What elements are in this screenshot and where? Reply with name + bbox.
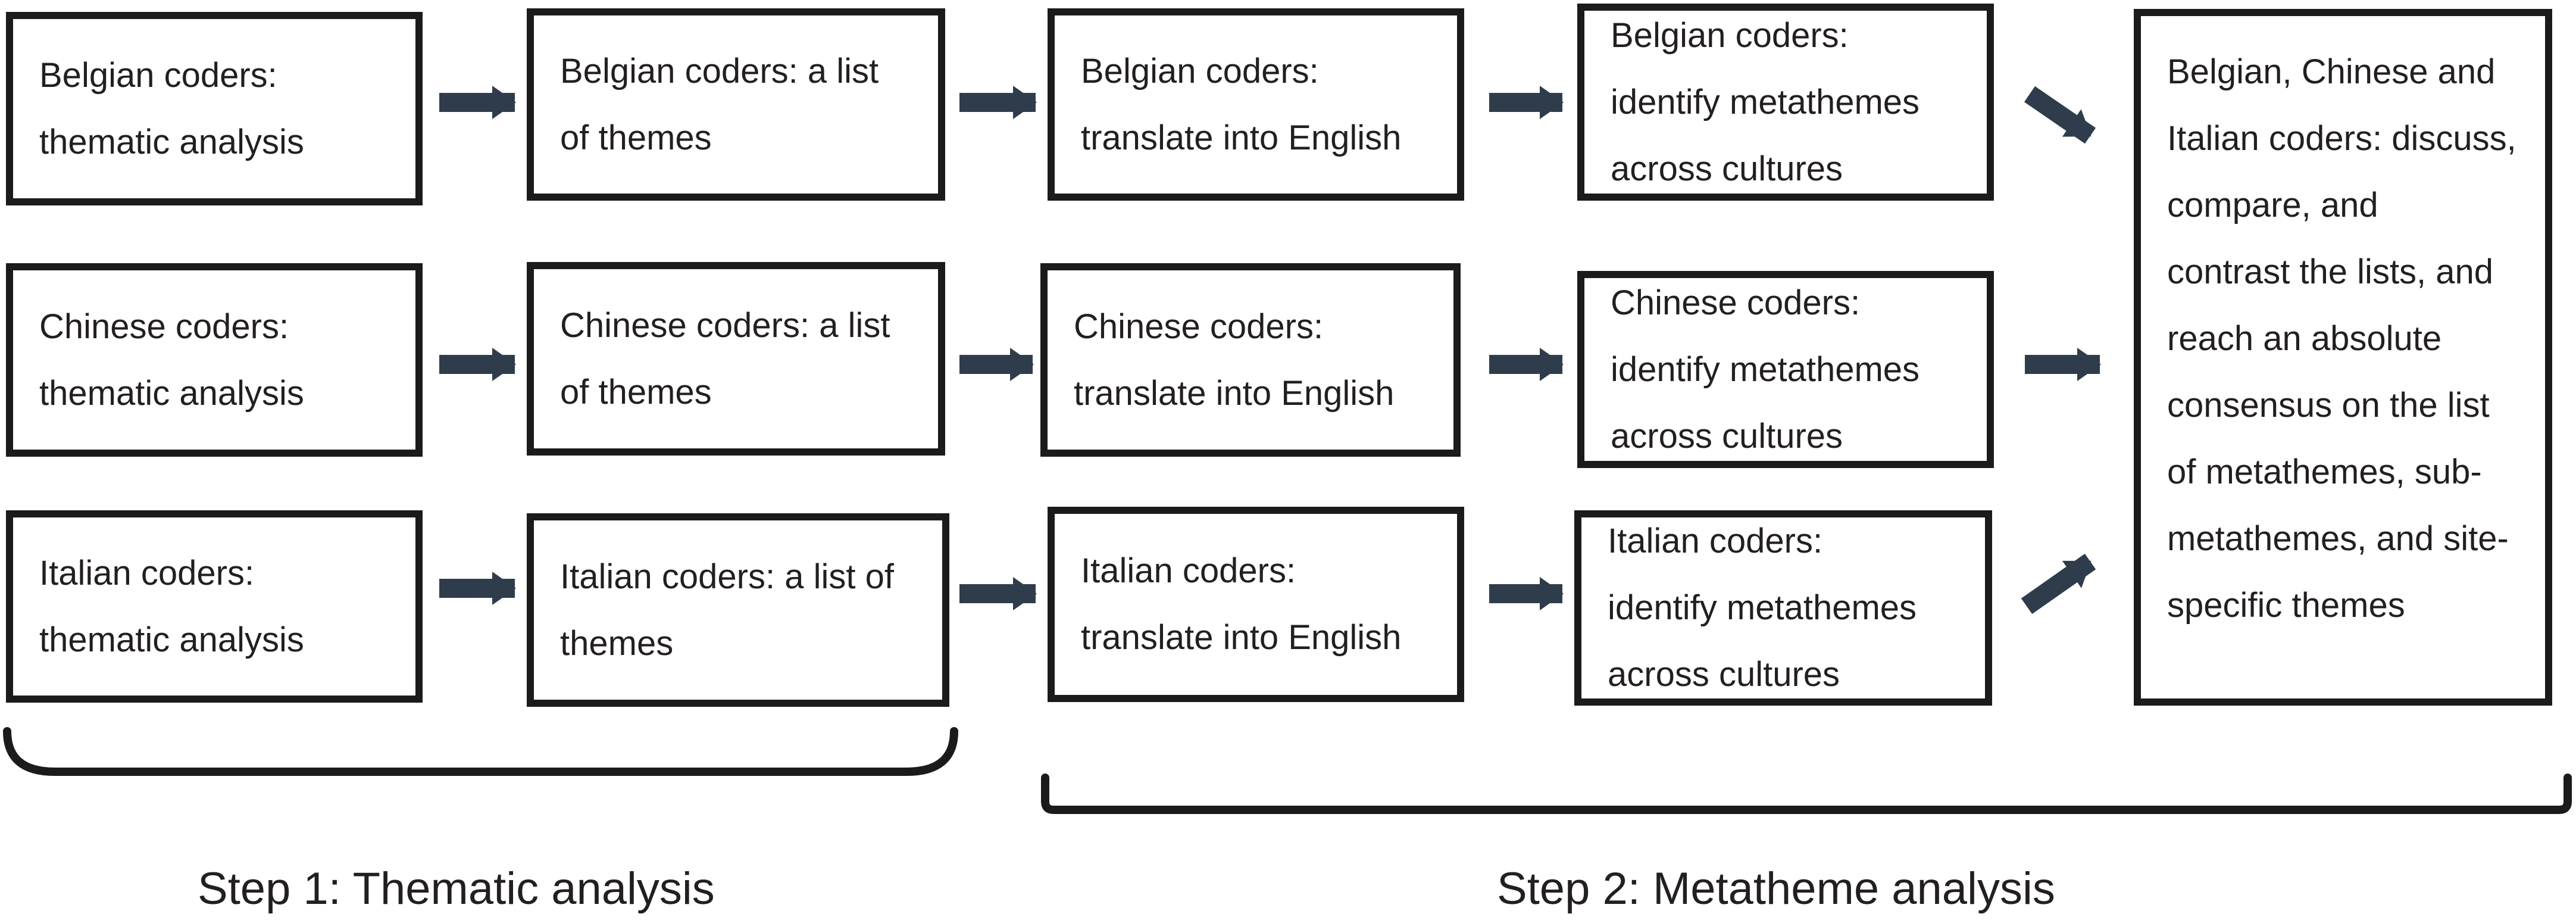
step1-label: Step 1: Thematic analysis (198, 863, 715, 914)
box-text: Chinese coders: thematic analysis (39, 307, 304, 413)
arrow-up-right-icon (2021, 553, 2096, 615)
box-belgian-translate: Belgian coders: translate into English (1048, 8, 1464, 201)
box-italian-identify-metathemes: Italian coders: identify metathemes acro… (1574, 510, 1992, 706)
box-text: Chinese coders: identify metathemes acro… (1611, 283, 1920, 456)
box-text: Italian coders: translate into English (1081, 551, 1402, 657)
box-text: Belgian coders: thematic analysis (39, 55, 304, 161)
box-chinese-identify-metathemes: Chinese coders: identify metathemes acro… (1577, 271, 1994, 468)
box-italian-thematic-analysis: Italian coders: thematic analysis (6, 510, 423, 703)
box-chinese-list-of-themes: Chinese coders: a list of themes (527, 262, 945, 456)
box-italian-translate: Italian coders: translate into English (1048, 507, 1464, 702)
step2-brace (1041, 774, 2572, 814)
box-text: Italian coders: a list of themes (560, 557, 894, 663)
box-text: Belgian coders: a list of themes (560, 51, 879, 157)
box-text: Chinese coders: a list of themes (560, 305, 890, 411)
box-text: Italian coders: thematic analysis (39, 553, 304, 659)
box-belgian-identify-metathemes: Belgian coders: identify metathemes acro… (1577, 4, 1994, 201)
box-chinese-thematic-analysis: Chinese coders: thematic analysis (6, 263, 423, 457)
step2-label: Step 2: Metatheme analysis (1497, 863, 2055, 914)
box-text: Chinese coders: translate into English (1074, 307, 1395, 413)
arrow-down-right-icon (2024, 86, 2096, 144)
box-text: Belgian, Chinese and Italian coders: dis… (2167, 52, 2516, 625)
box-chinese-translate: Chinese coders: translate into English (1040, 263, 1461, 457)
box-text: Italian coders: identify metathemes acro… (1608, 522, 1917, 694)
box-italian-list-of-themes: Italian coders: a list of themes (527, 513, 949, 707)
box-belgian-list-of-themes: Belgian coders: a list of themes (527, 8, 945, 201)
box-belgian-thematic-analysis: Belgian coders: thematic analysis (6, 12, 423, 205)
box-text: Belgian coders: identify metathemes acro… (1611, 15, 1920, 188)
box-text: Belgian coders: translate into English (1081, 51, 1402, 157)
box-consensus: Belgian, Chinese and Italian coders: dis… (2134, 9, 2552, 706)
step1-brace (3, 727, 958, 776)
